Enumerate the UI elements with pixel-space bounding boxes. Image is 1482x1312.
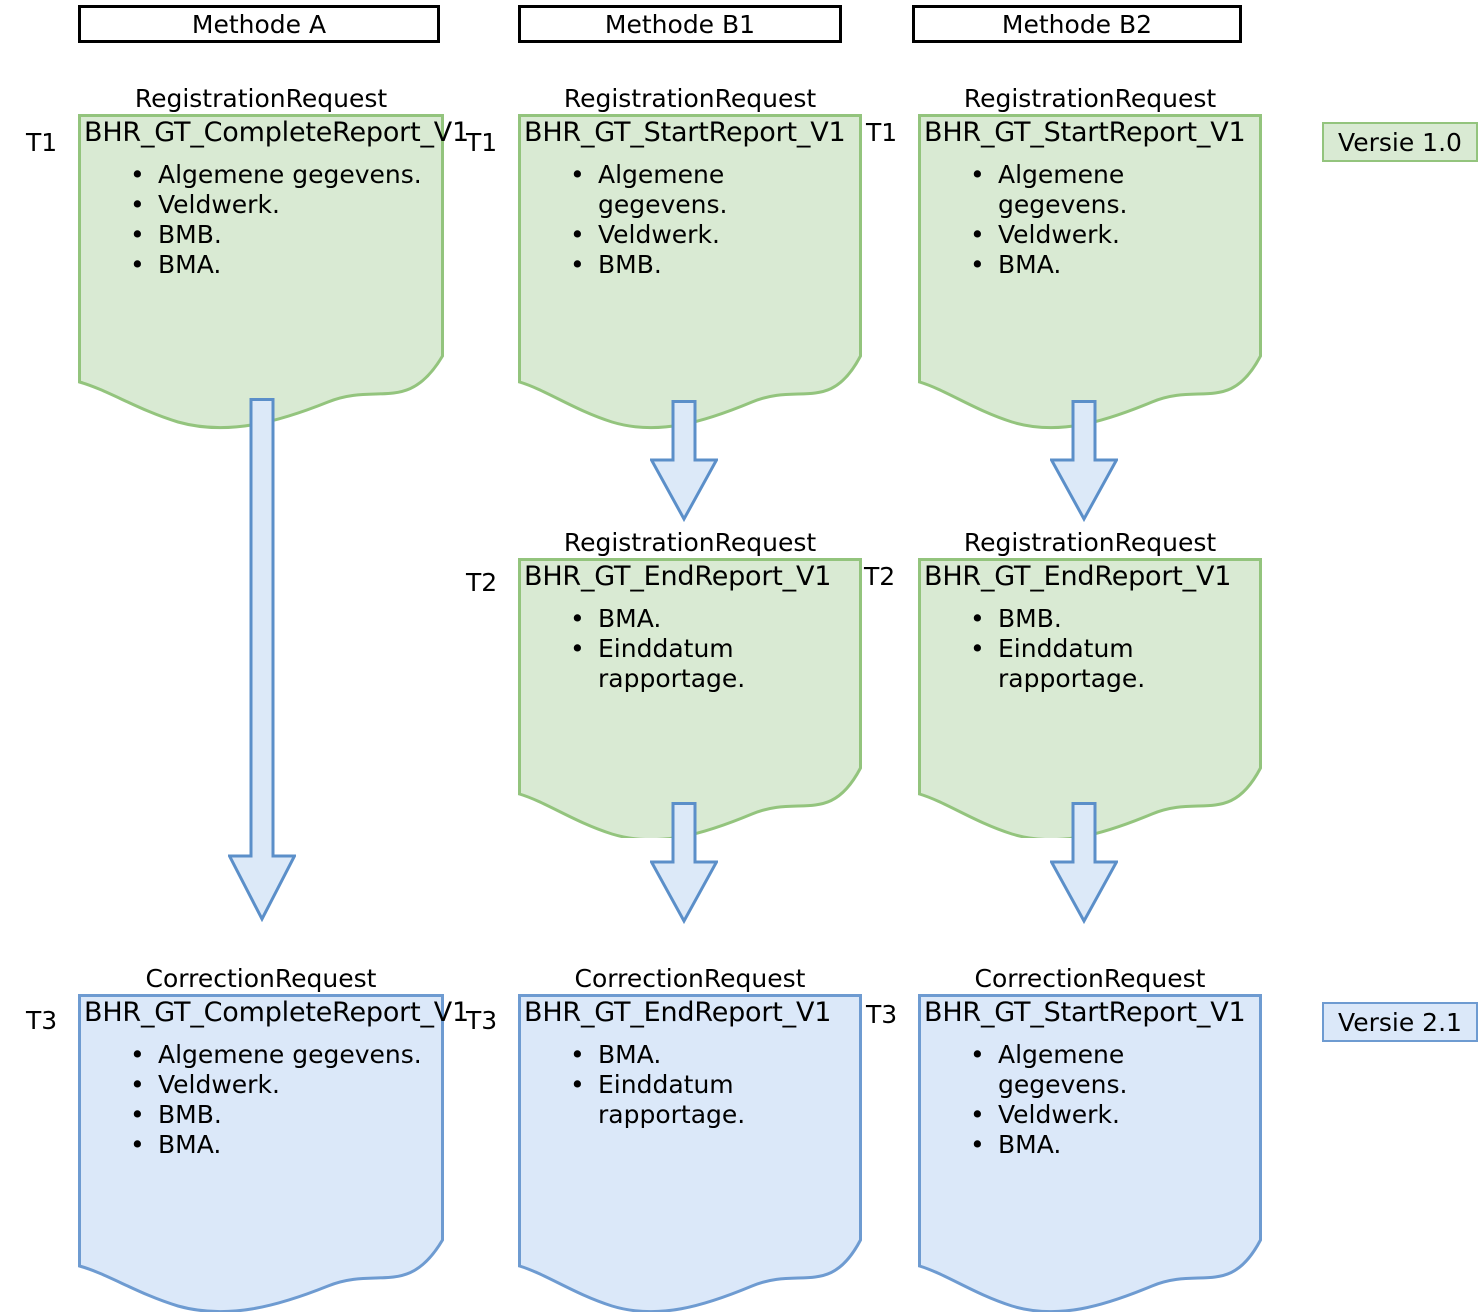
time-label-b1-t2-right: T2 xyxy=(864,562,896,591)
document-title: BHR_GT_EndReport_V1 xyxy=(924,561,1232,592)
list-item: BMA. xyxy=(130,250,440,280)
arrow-b2-t1-to-t2 xyxy=(1050,400,1118,522)
node-caption: RegistrationRequest xyxy=(563,84,817,113)
node-caption: CorrectionRequest xyxy=(974,964,1206,993)
list-item: BMB. xyxy=(570,250,858,280)
arrow-b2-t2-to-t3 xyxy=(1050,802,1118,924)
time-label-a-t1: T1 xyxy=(26,128,58,157)
list-item: BMB. xyxy=(130,220,440,250)
list-item: Veldwerk. xyxy=(130,1070,440,1100)
document-body: BHR_GT_StartReport_V1 Algemene gegevens.… xyxy=(918,994,1262,1160)
legend-badge-versie-2: Versie 2.1 xyxy=(1322,1002,1478,1042)
list-item: BMA. xyxy=(570,604,858,634)
time-label-b1-t1-left: T1 xyxy=(466,128,498,157)
column-header-methode-b1: Methode B1 xyxy=(518,5,842,43)
document-body: BHR_GT_StartReport_V1 Algemene gegevens.… xyxy=(918,114,1262,280)
arrow-b1-t2-to-t3 xyxy=(650,802,718,924)
list-item: BMA. xyxy=(970,1130,1258,1160)
document-title: BHR_GT_StartReport_V1 xyxy=(524,117,846,148)
column-header-label: Methode A xyxy=(191,9,327,39)
list-item: Algemene gegevens. xyxy=(570,160,858,220)
node-caption: CorrectionRequest xyxy=(145,964,377,993)
time-label-b1-t2-left: T2 xyxy=(466,568,498,597)
arrow-b1-t1-to-t2 xyxy=(650,400,718,522)
list-item: Veldwerk. xyxy=(130,190,440,220)
document-item-list: Algemene gegevens. Veldwerk. BMA. xyxy=(924,1040,1258,1160)
list-item: Veldwerk. xyxy=(570,220,858,250)
document-body: BHR_GT_EndReport_V1 BMA. Einddatum rappo… xyxy=(518,994,862,1130)
list-item: Algemene gegevens. xyxy=(970,1040,1258,1100)
column-header-label: Methode B1 xyxy=(604,9,756,39)
list-item: Algemene gegevens. xyxy=(970,160,1258,220)
column-header-methode-b2: Methode B2 xyxy=(912,5,1242,43)
node-caption: RegistrationRequest xyxy=(963,84,1217,113)
node-caption: CorrectionRequest xyxy=(574,964,806,993)
list-item: Algemene gegevens. xyxy=(130,1040,440,1070)
column-header-label: Methode B2 xyxy=(1001,9,1153,39)
node-caption: RegistrationRequest xyxy=(963,528,1217,557)
document-body: BHR_GT_CompleteReport_V1 Algemene gegeve… xyxy=(78,994,470,1160)
list-item: BMA. xyxy=(130,1130,440,1160)
document-title: BHR_GT_EndReport_V1 xyxy=(524,561,832,592)
document-body: BHR_GT_EndReport_V1 BMA. Einddatum rappo… xyxy=(518,558,862,694)
document-body: BHR_GT_CompleteReport_V1 Algemene gegeve… xyxy=(78,114,470,280)
document-body: BHR_GT_StartReport_V1 Algemene gegevens.… xyxy=(518,114,862,280)
document-body: BHR_GT_EndReport_V1 BMB. Einddatum rappo… xyxy=(918,558,1262,694)
document-title: BHR_GT_StartReport_V1 xyxy=(924,997,1246,1028)
arrow-a-t1-to-t3 xyxy=(228,398,296,922)
document-item-list: Algemene gegevens. Veldwerk. BMB. BMA. xyxy=(84,160,440,280)
document-item-list: Algemene gegevens. Veldwerk. BMB. xyxy=(524,160,858,280)
list-item: Veldwerk. xyxy=(970,220,1258,250)
document-title: BHR_GT_CompleteReport_V1 xyxy=(84,997,470,1028)
legend-badge-label: Versie 2.1 xyxy=(1338,1007,1462,1037)
list-item: BMA. xyxy=(570,1040,858,1070)
list-item: BMA. xyxy=(970,250,1258,280)
diagram-canvas: Methode A Methode B1 Methode B2 Registra… xyxy=(0,0,1482,1282)
document-item-list: BMA. Einddatum rapportage. xyxy=(524,1040,858,1130)
document-title: BHR_GT_StartReport_V1 xyxy=(924,117,1246,148)
document-title: BHR_GT_CompleteReport_V1 xyxy=(84,117,470,148)
list-item: BMB. xyxy=(130,1100,440,1130)
list-item: Veldwerk. xyxy=(970,1100,1258,1130)
time-label-b1-t1-right: T1 xyxy=(866,118,898,147)
node-caption: RegistrationRequest xyxy=(563,528,817,557)
document-item-list: BMA. Einddatum rapportage. xyxy=(524,604,858,694)
list-item: BMB. xyxy=(970,604,1258,634)
list-item: Einddatum rapportage. xyxy=(570,634,858,694)
column-header-methode-a: Methode A xyxy=(78,5,440,43)
list-item: Einddatum rapportage. xyxy=(970,634,1258,694)
time-label-b1-t3-right: T3 xyxy=(866,1000,898,1029)
time-label-b1-t3-left: T3 xyxy=(466,1006,498,1035)
list-item: Algemene gegevens. xyxy=(130,160,440,190)
document-title: BHR_GT_EndReport_V1 xyxy=(524,997,832,1028)
node-caption: RegistrationRequest xyxy=(134,84,388,113)
list-item: Einddatum rapportage. xyxy=(570,1070,858,1130)
legend-badge-versie-1: Versie 1.0 xyxy=(1322,122,1478,162)
time-label-a-t3: T3 xyxy=(26,1006,58,1035)
document-item-list: Algemene gegevens. Veldwerk. BMA. xyxy=(924,160,1258,280)
document-item-list: Algemene gegevens. Veldwerk. BMB. BMA. xyxy=(84,1040,440,1160)
document-item-list: BMB. Einddatum rapportage. xyxy=(924,604,1258,694)
legend-badge-label: Versie 1.0 xyxy=(1338,127,1462,157)
